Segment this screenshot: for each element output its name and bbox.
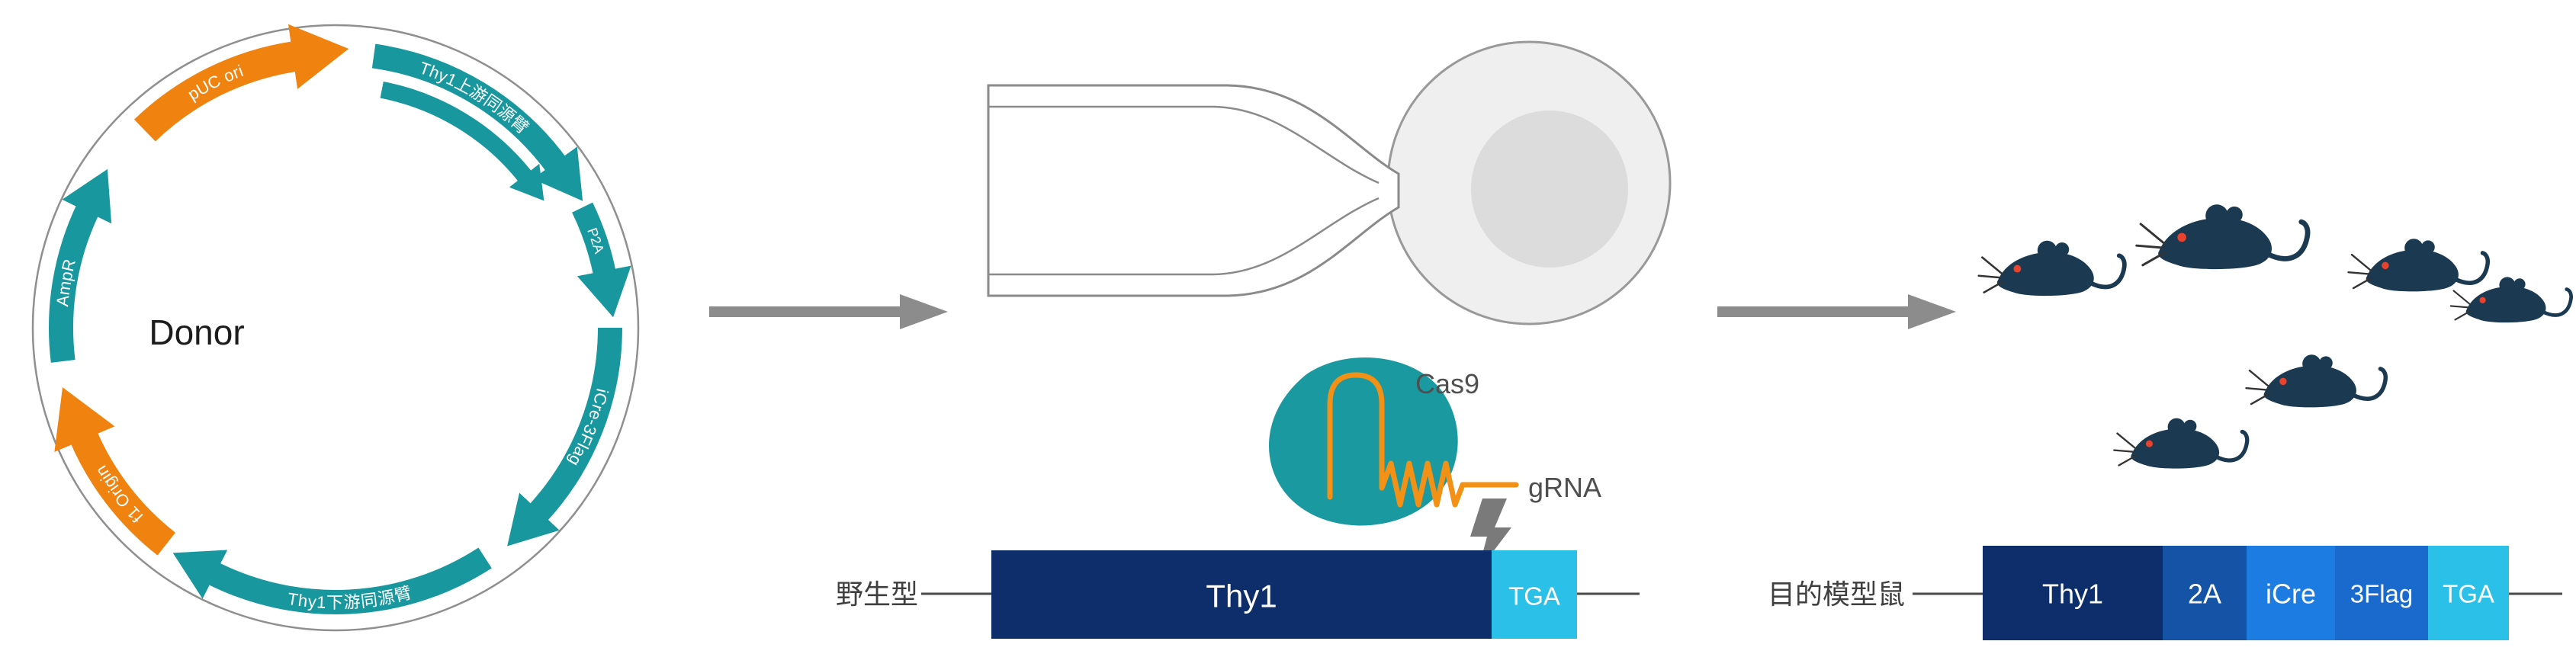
gene-box-3flag-label: 3Flag (2350, 580, 2414, 608)
gene-box-icre (2247, 546, 2335, 640)
mouse-icon (2137, 204, 2308, 269)
cas9-protein (1269, 357, 1458, 526)
plasmid-segment-ampr (49, 168, 112, 363)
gene-box-3flag (2335, 546, 2428, 640)
plasmid-name-label: Donor (149, 313, 244, 352)
gene-box-thy1-wt (991, 550, 1492, 639)
gene-box-icre-label: iCre (2266, 579, 2316, 610)
wildtype-label: 野生型 (836, 579, 918, 610)
gene-box-2a-label: 2A (2188, 579, 2221, 610)
plasmid-segment-p2a (572, 202, 631, 318)
gene-box-tga-wt (1492, 550, 1577, 639)
mice-group (1979, 204, 2571, 468)
gene-box-thy1 (1983, 546, 2163, 640)
mouse-icon (2247, 354, 2386, 407)
plasmid-segment-f1-origin (54, 387, 176, 556)
plasmid-backbone-circle (31, 24, 640, 632)
model-gene-bar: 目的模型鼠 Thy1 2A iCre 3Flag TGA (1768, 546, 2562, 640)
mouse-icon (2114, 418, 2247, 469)
grna-strand (1327, 372, 1519, 508)
gene-box-tga (2428, 546, 2509, 640)
plasmid-segment-icre-3flag (507, 327, 622, 547)
plasmid-segment-thy1-downstream (172, 547, 492, 614)
flow-arrow-2 (1717, 294, 1956, 329)
gene-box-thy1-label: Thy1 (2042, 579, 2103, 610)
micropipette-bore (988, 105, 1380, 276)
cas9-label: Cas9 (1415, 368, 1479, 399)
gene-box-tga-label: TGA (2443, 580, 2494, 608)
lightning-bolt-icon (1470, 498, 1511, 572)
flow-arrow-1 (709, 294, 948, 329)
cell-nucleus (1471, 111, 1628, 268)
mouse-icon (2349, 239, 2488, 291)
plasmid-segment-thy1-upstream-inner (380, 82, 544, 201)
gene-box-tga-wt-label: TGA (1508, 582, 1560, 611)
wildtype-gene-bar: 野生型 Thy1 TGA (836, 550, 1640, 639)
grna-label: gRNA (1528, 472, 1601, 503)
mouse-icon (1979, 241, 2125, 296)
plasmid-map: pUC ori Thy1上游同源臂 P2A iCre-3Flag Thy1下游同… (31, 24, 640, 632)
plasmid-segment-thy1-upstream (371, 43, 583, 201)
gene-box-thy1-wt-label: Thy1 (1206, 579, 1277, 614)
microinjection-scene: Cas9 gRNA (987, 40, 1672, 572)
gene-box-2a (2163, 546, 2247, 640)
micropipette (987, 84, 1400, 297)
plasmid-segment-puc-ori (134, 24, 349, 142)
model-label: 目的模型鼠 (1768, 579, 1905, 610)
